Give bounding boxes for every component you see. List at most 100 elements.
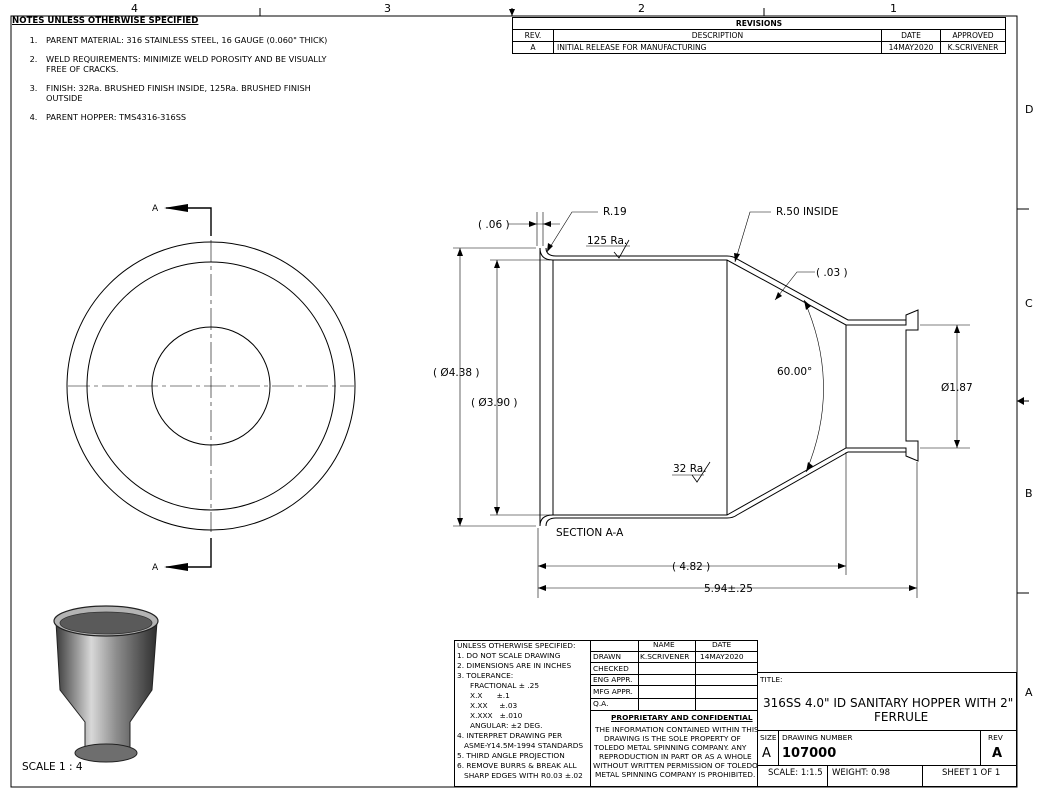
weight-cell (827, 765, 923, 787)
spec-line: 3. TOLERANCE: (457, 671, 514, 680)
sheet-value: SHEET 1 OF 1 (942, 768, 1001, 778)
note-item: WELD REQUIREMENTS: MINIMIZE WELD POROSIT… (40, 54, 342, 74)
dim-ferrule: Ø1.87 (941, 382, 973, 394)
table-row: A INITIAL RELEASE FOR MANUFACTURING 14MA… (512, 41, 1006, 54)
approval-role: DRAWN (593, 652, 622, 661)
hopper-inner-profile-bottom (545, 451, 906, 527)
proprietary-line: THE INFORMATION CONTAINED WITHIN THIS (595, 725, 759, 734)
finish-symbol-in (691, 461, 711, 483)
drawing-number-box (757, 730, 1017, 766)
proprietary-line: REPRODUCTION IN PART OR AS A WHOLE (599, 752, 752, 761)
spec-line: X.X ±.1 (470, 691, 510, 700)
notes-heading: NOTES UNLESS OTHERWISE SPECIFIED (12, 16, 199, 26)
grid-row (590, 674, 758, 686)
spec-line: ANGULAR: ±2 DEG. (470, 721, 543, 730)
approval-role: MFG APPR. (593, 687, 633, 696)
zone-col-3: 3 (384, 2, 391, 15)
rev-cell: 14MAY2020 (881, 41, 941, 54)
approval-role: Q.A. (593, 699, 609, 708)
drawing-title: 316SS 4.0" ID SANITARY HOPPER WITH 2" (763, 696, 1014, 710)
section-view (453, 211, 970, 598)
dim-angle: 60.00° (777, 366, 812, 378)
section-letter-top: A (152, 204, 159, 214)
spec-line: X.XXX ±.010 (470, 711, 523, 720)
rev-header-description: DESCRIPTION (553, 29, 882, 42)
rev-header-rev: REV. (512, 29, 554, 42)
proprietary-line: METAL SPINNING COMPANY IS PROHIBITED. (595, 770, 756, 779)
rev-header-date: DATE (881, 29, 941, 42)
spec-line: FRACTIONAL ± .25 (470, 681, 540, 690)
dim-r19: R.19 (603, 206, 627, 218)
rev-label: REV (988, 733, 1003, 742)
section-label: SECTION A-A (556, 527, 624, 539)
isometric-hopper-image (53, 605, 159, 763)
dim-r50-inside: R.50 INSIDE (776, 206, 838, 218)
drawing-number: 107000 (782, 746, 837, 761)
revisions-title: REVISIONS (512, 17, 1006, 30)
drawing-number-label: DRAWING NUMBER (782, 733, 853, 742)
zone-row-d: D (1025, 103, 1033, 116)
grid-col (638, 640, 696, 711)
section-arrow-bottom (164, 563, 188, 571)
zone-col-2: 2 (638, 2, 645, 15)
dim-od: ( Ø4.38 ) (433, 367, 480, 379)
section-arrow-top (164, 204, 188, 212)
drawing-number-cell (778, 730, 981, 766)
dim-length-total: 5.94±.25 (704, 583, 753, 595)
angle-arc (803, 299, 824, 473)
section-line-bottom (166, 538, 212, 568)
size-label: SIZE (760, 733, 777, 742)
zone-ticks (259, 8, 1029, 594)
rev-cell: A (512, 41, 554, 54)
rev-value: A (992, 746, 1003, 761)
spec-line: 6. REMOVE BURRS & BREAK ALL (457, 761, 577, 770)
spec-line: ASME-Y14.5M-1994 STANDARDS (464, 741, 584, 750)
section-line-top (166, 207, 212, 236)
approval-role: ENG APPR. (593, 675, 633, 684)
approval-role: CHECKED (593, 664, 629, 673)
title-block: UNLESS OTHERWISE SPECIFIED: 1. DO NOT SC… (454, 640, 1017, 787)
dimension-arrows (457, 221, 960, 591)
spec-line: 4. INTERPRET DRAWING PER (457, 731, 563, 740)
scale-value: SCALE: 1:1.5 (768, 768, 823, 778)
approval-name: K.SCRIVENER (640, 652, 690, 661)
spec-line: 5. THIRD ANGLE PROJECTION (457, 751, 565, 760)
spec-line: 2. DIMENSIONS ARE IN INCHES (457, 661, 572, 670)
spec-line: X.XX ±.03 (470, 701, 518, 710)
centering-arrow-top (509, 9, 515, 16)
rev-cell: INITIAL RELEASE FOR MANUFACTURING (553, 41, 882, 54)
hopper-outer-profile (539, 247, 919, 527)
hopper-inner-profile (545, 247, 906, 321)
revisions-table: REVISIONS REV. DESCRIPTION DATE APPROVED… (512, 17, 1006, 54)
note-item: PARENT MATERIAL: 316 STAINLESS STEEL, 16… (40, 35, 342, 45)
approval-header-date: DATE (712, 640, 732, 649)
title-area (757, 672, 1017, 787)
size-value: A (762, 746, 771, 761)
weight-value: WEIGHT: 0.98 (832, 768, 891, 778)
centering-arrow (1017, 397, 1024, 405)
section-letter-bottom: A (152, 563, 159, 573)
note-item: PARENT HOPPER: TMS4316-316SS (40, 112, 342, 122)
dim-length-body: ( 4.82 ) (672, 561, 710, 573)
note-item: FINISH: 32Ra. BRUSHED FINISH INSIDE, 125… (40, 83, 342, 103)
grid-row (590, 651, 758, 663)
approval-date: 14MAY2020 (700, 652, 744, 661)
zone-row-b: B (1025, 487, 1033, 500)
drawing-title-line2: FERRULE (874, 710, 929, 724)
rev-header-approved: APPROVED (940, 29, 1006, 42)
zone-col-1: 1 (890, 2, 897, 15)
leader-r50 (734, 211, 771, 263)
proprietary-heading: PROPRIETARY AND CONFIDENTIAL (611, 713, 753, 722)
zone-row-c: C (1025, 297, 1033, 310)
top-view (66, 207, 356, 568)
zone-col-4: 4 (131, 2, 138, 15)
title-label: TITLE: (760, 675, 783, 684)
iso-scale-label: SCALE 1 : 4 (22, 761, 83, 773)
spec-line: SHARP EDGES WITH R0.03 ±.02 (464, 771, 583, 780)
leader-thickness (774, 271, 815, 301)
finish-125ra: 125 Ra. (587, 235, 627, 247)
approval-header-name: NAME (653, 640, 675, 649)
proprietary-line: WITHOUT WRITTEN PERMISSION OF TOLEDO (593, 761, 758, 770)
dim-thickness: ( .03 ) (816, 267, 848, 279)
finish-32ra: 32 Ra. (673, 463, 707, 475)
